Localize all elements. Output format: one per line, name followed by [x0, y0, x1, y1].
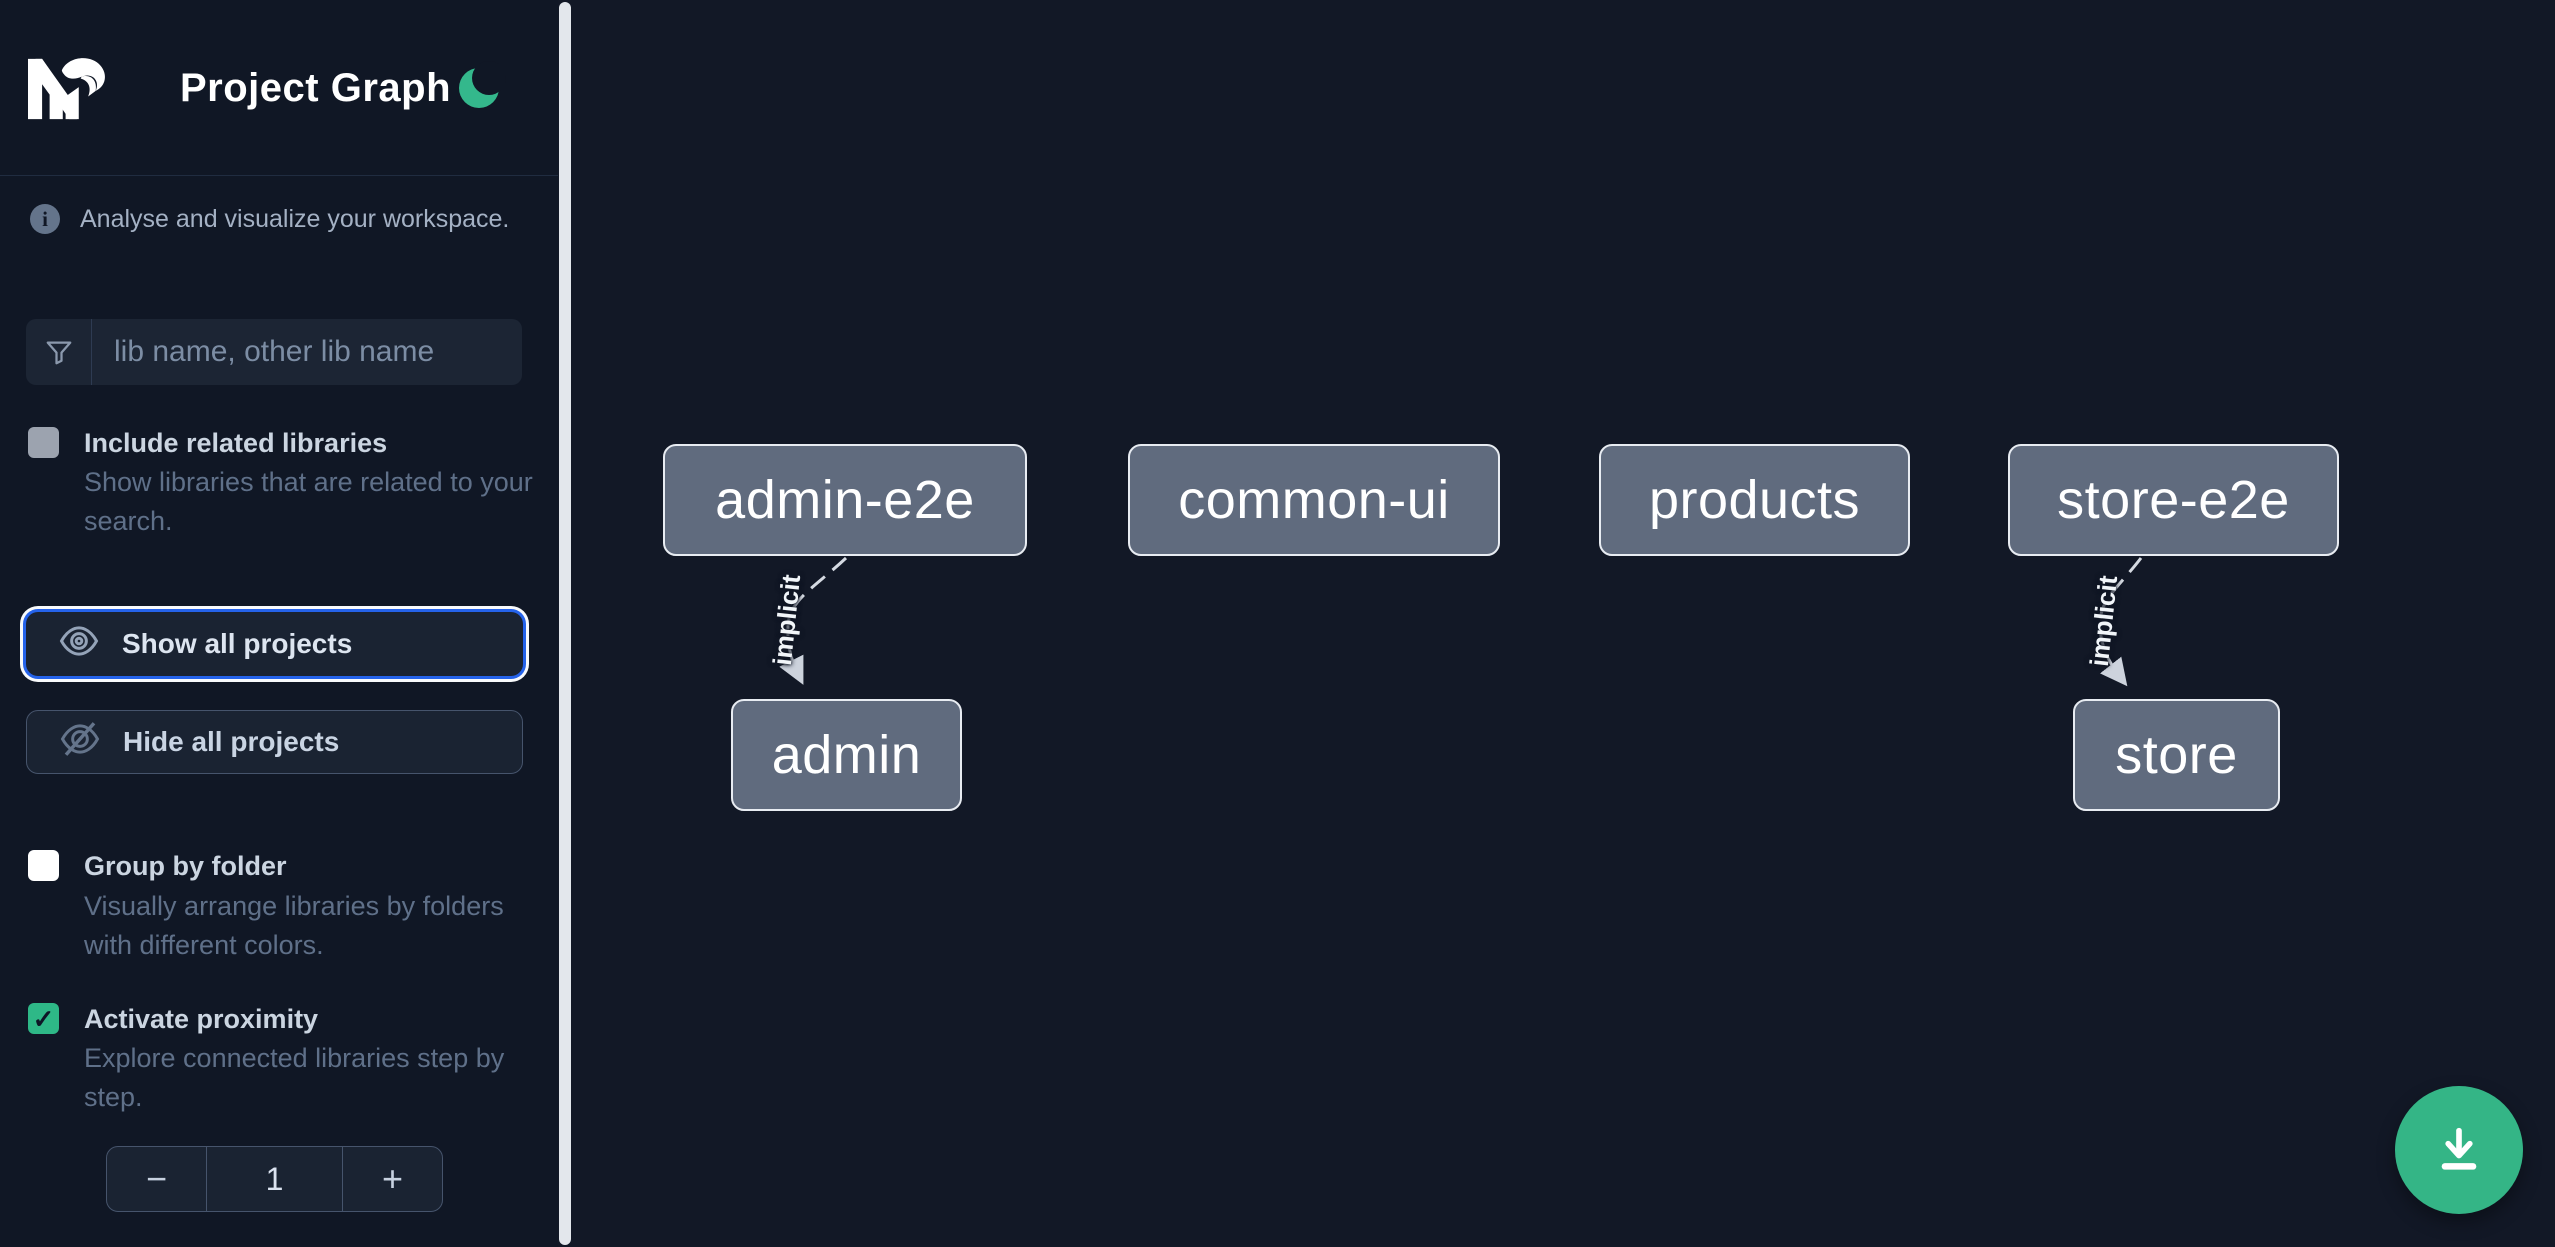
app-title: Project Graph	[180, 66, 452, 110]
graph-node-admin-e2e[interactable]: admin-e2e	[663, 444, 1027, 556]
include-related-checkbox[interactable]	[28, 427, 59, 458]
graph-node-store-e2e[interactable]: store-e2e	[2008, 444, 2339, 556]
activate-proximity-label[interactable]: Activate proximity	[84, 1004, 319, 1034]
show-all-projects-button[interactable]: Show all projects	[26, 612, 523, 676]
download-icon	[2433, 1122, 2485, 1179]
sidebar-resizer[interactable]	[559, 2, 571, 1245]
group-by-folder-checkbox[interactable]	[28, 850, 59, 881]
sidebar: Project Graph i Analyse and visualize yo…	[0, 0, 558, 1247]
tagline-text: Analyse and visualize your workspace.	[80, 204, 510, 233]
include-related-label[interactable]: Include related libraries	[84, 428, 388, 458]
eye-icon	[58, 620, 100, 669]
workspace-info: i Analyse and visualize your workspace.	[30, 204, 509, 234]
theme-toggle-button[interactable]	[455, 60, 507, 112]
show-all-projects-label: Show all projects	[122, 628, 353, 659]
info-icon: i	[30, 204, 60, 234]
edge-store-e2e-store[interactable]	[2098, 557, 2143, 687]
download-graph-button[interactable]	[2395, 1086, 2523, 1214]
check-icon: ✓	[32, 1003, 55, 1034]
filter-icon	[26, 319, 92, 385]
nx-logo	[28, 54, 122, 124]
sidebar-header: Project Graph	[0, 0, 558, 176]
activate-proximity-description: Explore connected libraries step by step…	[84, 1043, 505, 1112]
eye-off-icon	[59, 718, 101, 767]
include-related-description: Show libraries that are related to your …	[84, 467, 533, 536]
group-by-folder-description: Visually arrange libraries by folders wi…	[84, 891, 504, 960]
increment-button[interactable]: +	[381, 1158, 404, 1199]
graph-node-common-ui[interactable]: common-ui	[1128, 444, 1500, 556]
hide-all-projects-button[interactable]: Hide all projects	[26, 710, 523, 774]
graph-canvas[interactable]	[571, 0, 2555, 1247]
graph-node-products[interactable]: products	[1599, 444, 1910, 556]
search-box	[26, 319, 522, 385]
graph-node-store[interactable]: store	[2073, 699, 2280, 811]
search-input[interactable]	[92, 319, 522, 385]
proximity-depth-stepper: − 1 +	[106, 1146, 443, 1212]
graph-node-admin[interactable]: admin	[731, 699, 962, 811]
decrement-button[interactable]: −	[145, 1158, 168, 1199]
hide-all-projects-label: Hide all projects	[123, 726, 340, 757]
activate-proximity-checkbox[interactable]: ✓	[28, 1003, 59, 1034]
proximity-depth-value: 1	[206, 1147, 343, 1211]
group-by-folder-label[interactable]: Group by folder	[84, 851, 287, 881]
edge-admin-e2e-admin[interactable]	[779, 556, 848, 685]
